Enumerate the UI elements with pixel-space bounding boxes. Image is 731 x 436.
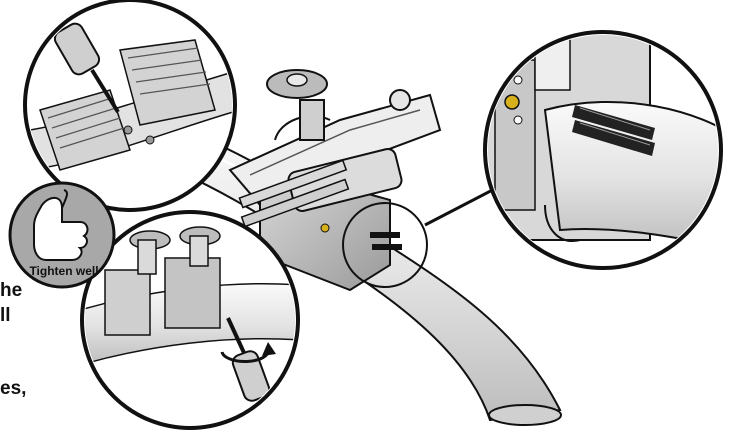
tighten-badge-label: Tighten well (29, 264, 99, 278)
rotate-clockwise-icon (220, 342, 276, 364)
contact-strips (572, 105, 655, 156)
edge-text-fragment: ll (0, 305, 11, 326)
detail-circle-tighten-screw (80, 210, 300, 430)
screwdriver-icon (53, 22, 120, 114)
detail-focus-ring (342, 202, 428, 288)
detail-circle-screwdriver-clamp (23, 0, 237, 212)
serrated-clamp-plate-left (39, 89, 131, 171)
thumbs-up-badge (8, 181, 116, 289)
central-clamp-assembly (228, 69, 442, 292)
edge-text-fragment: es, (0, 378, 27, 399)
thumbs-up-hand-icon (33, 189, 89, 261)
screwdriver-icon (226, 317, 271, 402)
serrated-clamp-plate-right (119, 39, 216, 126)
detail-circle-zoomed-contact (483, 30, 723, 270)
edge-text-fragment: he (0, 280, 23, 301)
